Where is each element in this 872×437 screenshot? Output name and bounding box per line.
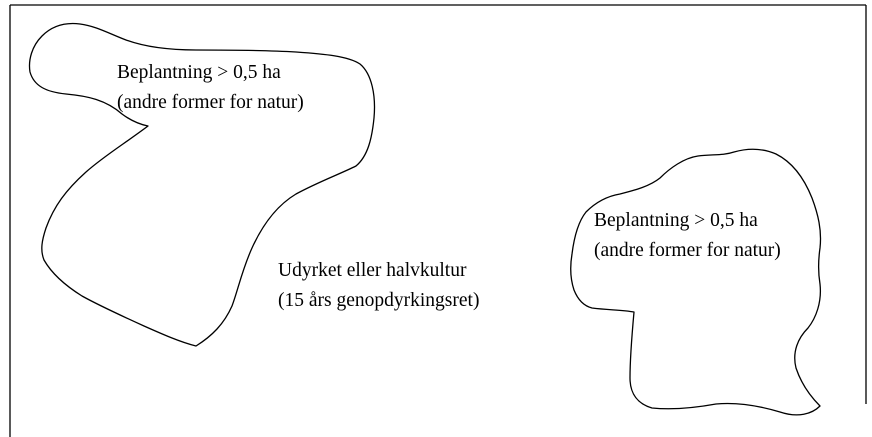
region-outline-right bbox=[570, 148, 822, 416]
center-subtitle: (15 års genopdyrkingsret) bbox=[278, 290, 479, 311]
center-label: Udyrket eller halvkultur (15 års genopdy… bbox=[278, 260, 479, 311]
region-left-title: Beplantning > 0,5 ha bbox=[117, 62, 281, 83]
region-left-subtitle: (andre former for natur) bbox=[117, 92, 304, 113]
region-label-right: Beplantning > 0,5 ha (andre former for n… bbox=[594, 210, 781, 261]
region-right-title: Beplantning > 0,5 ha bbox=[594, 210, 758, 231]
region-right-subtitle: (andre former for natur) bbox=[594, 240, 781, 261]
region-outline-left bbox=[28, 22, 376, 347]
region-label-left: Beplantning > 0,5 ha (andre former for n… bbox=[117, 62, 304, 113]
center-title: Udyrket eller halvkultur bbox=[278, 260, 467, 281]
frame bbox=[9, 4, 867, 437]
